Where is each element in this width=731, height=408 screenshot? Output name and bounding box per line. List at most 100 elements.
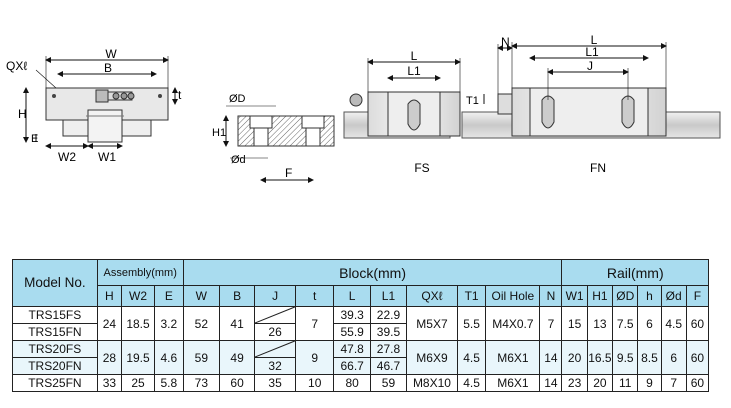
cell-j: 26 [254,323,296,341]
cell-l: 47.8 [333,340,371,358]
model-cell: TRS20FN [12,357,98,375]
header-assembly: Assembly(mm) [96,259,184,286]
col-h: H [96,285,123,307]
cell-n: 14 [539,374,563,392]
cell-t1: 4.5 [456,374,487,392]
col-w: W [182,285,220,307]
col-w2: W2 [120,285,156,307]
col-j: J [254,285,296,307]
fn-caption: FN [590,161,606,175]
cell-t: 7 [294,306,335,341]
header-rail: Rail(mm) [561,259,709,286]
cell-h: 33 [96,374,123,392]
cell-t1: 4.5 [456,340,487,375]
cell-oil-hole: M4X0.7 [485,306,541,341]
front-view: W B QXℓ H E t W2 W1 [6,47,182,164]
cell-qxl: M6X9 [406,340,458,375]
col-n: N [539,285,563,307]
cell-oil-hole: M6X1 [485,340,541,375]
dim-f-label: F [285,166,292,180]
cell-b: 49 [218,340,256,375]
col-l1: L1 [369,285,408,307]
col-l: L [333,285,371,307]
dim-h-label: H [18,107,27,121]
model-cell: TRS20FS [12,340,98,358]
cell-h1: 20 [586,374,614,392]
cell-e: 3.2 [154,306,184,341]
col-od: ØD [612,285,639,307]
diagonal-slash-icon [255,307,295,323]
cell-h-small: 8.5 [637,340,662,375]
col-h-small: h [637,285,662,307]
table-row: TRS15FS 24 18.5 3.2 52 41 7 39.3 22.9 M5… [12,306,710,341]
cell-w: 59 [182,340,220,375]
cell-w1: 23 [561,374,588,392]
col-t: t [294,285,335,307]
dim-qxl-label: QXℓ [6,59,27,73]
cell-j: 32 [254,357,296,375]
cell-qxl: M8X10 [406,374,458,392]
cell-h: 28 [96,340,123,375]
dim-od-small-label: Ød [231,154,246,166]
cell-f: 60 [685,306,710,341]
cell-l1: 27.8 [369,340,408,358]
cell-w2: 19.5 [120,340,156,375]
cell-h: 24 [96,306,123,341]
cell-w: 73 [182,374,220,392]
col-f: F [685,285,710,307]
cell-w2: 25 [120,374,156,392]
dim-j-label: J [587,59,593,73]
dim-t1-label: T1 [466,95,479,107]
cell-w: 52 [182,306,220,341]
cell-l1: 59 [369,374,408,392]
dim-l1-fs-label: L1 [407,64,421,78]
cell-w1: 20 [561,340,588,375]
dim-w-label: W [105,47,117,61]
cell-j-na [254,306,296,324]
cell-n: 7 [539,306,563,341]
cell-od-small: 7 [660,374,687,392]
fs-caption: FS [414,161,429,175]
fn-side-view: N T1 L L1 J FN [461,33,721,175]
cell-w1: 15 [561,306,588,341]
cell-l: 39.3 [333,306,371,324]
model-cell: TRS25FN [12,374,98,392]
cell-oil-hole: M6X1 [485,374,541,392]
cell-od: 9.5 [612,340,639,375]
col-e: E [154,285,184,307]
dim-od-label: ØD [229,93,246,105]
dim-n-label: N [501,35,510,49]
cell-qxl: M5X7 [406,306,458,341]
dim-h1-label: H1 [212,127,226,139]
grease-nipple-icon [95,89,135,103]
cell-l1: 46.7 [369,357,408,375]
fs-side-view: L L1 FS [343,49,461,175]
cell-w2: 18.5 [120,306,156,341]
dim-b-label: B [104,61,112,75]
cell-j: 35 [254,374,296,392]
col-t1: T1 [456,285,487,307]
dim-w2-label: W2 [58,150,76,164]
header-model-no: Model No. [12,259,98,307]
cell-j-na [254,340,296,358]
cell-t: 10 [294,374,335,392]
cell-l: 55.9 [333,323,371,341]
cell-t: 9 [294,340,335,375]
cell-e: 5.8 [154,374,184,392]
cell-h-small: 9 [637,374,662,392]
cell-od: 7.5 [612,306,639,341]
cell-od: 11 [612,374,639,392]
table-row: TRS15FN 26 55.9 39.5 [12,323,709,341]
dim-l-fs-label: L [411,49,418,63]
col-h1: H1 [586,285,614,307]
table-row: TRS20FS 28 19.5 4.6 59 49 9 47.8 27.8 M6… [12,340,710,375]
col-w1: W1 [561,285,588,307]
cell-t1: 5.5 [456,306,487,341]
cell-h1: 16.5 [586,340,614,375]
dim-l1-fn-label: L1 [585,45,599,59]
diagonal-slash-icon [255,341,295,357]
cell-od-small: 4.5 [660,306,687,341]
cell-l1: 39.5 [369,323,408,341]
cell-f: 60 [685,374,710,392]
cell-l1: 22.9 [369,306,408,324]
